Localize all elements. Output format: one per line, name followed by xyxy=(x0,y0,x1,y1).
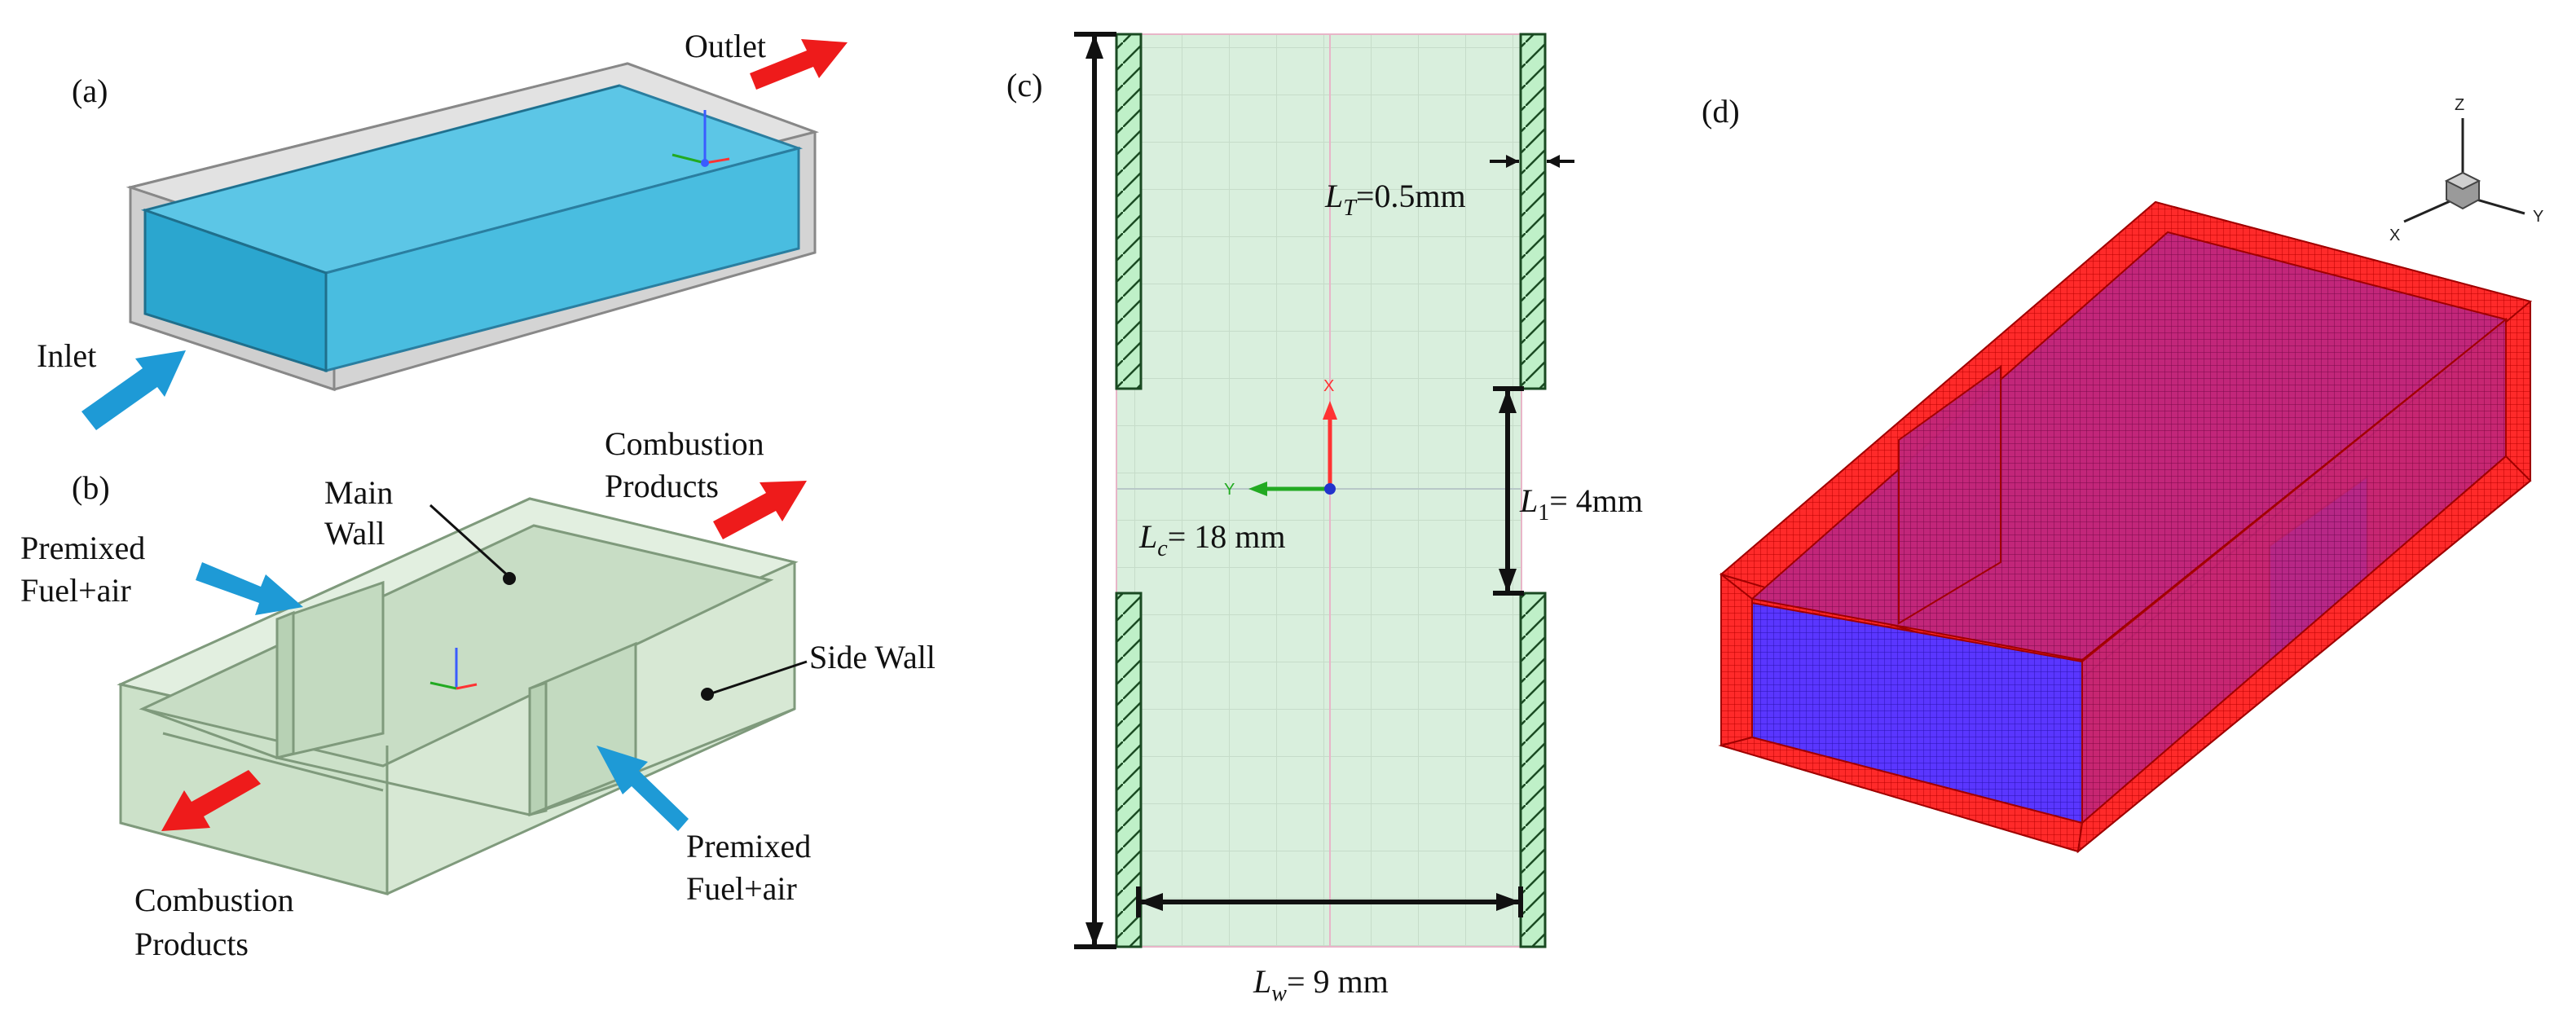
premixed-arrow-right xyxy=(597,746,689,831)
side-wall-label: Side Wall xyxy=(809,639,936,675)
lw-symbol: L xyxy=(1253,963,1271,1000)
l1-symbol: L xyxy=(1519,482,1538,519)
l1-annotation: L1= 4mm xyxy=(1519,482,1643,526)
axis-triad-a xyxy=(672,110,730,167)
axis-triad-d: Z X Y xyxy=(2389,96,2543,244)
lt-value: 0.5mm xyxy=(1374,178,1465,214)
premixed-right-line1: Premixed xyxy=(686,828,811,864)
main-wall-line1: Main xyxy=(324,474,393,511)
l1-subscript: 1 xyxy=(1538,500,1549,526)
outlet-arrow xyxy=(750,39,848,90)
combustion-bottom-line1: Combustion xyxy=(134,882,294,918)
panel-b-label: (b) xyxy=(72,469,110,506)
panel-c-label: (c) xyxy=(1006,67,1042,103)
combustion-arrow-top xyxy=(713,481,807,539)
axis-triad-c: X Y xyxy=(1224,377,1337,499)
lw-dimension xyxy=(1136,886,1523,917)
lw-value: = 9 mm xyxy=(1287,963,1389,1000)
main-wall-line2: Wall xyxy=(324,515,385,552)
panel-a-label: (a) xyxy=(72,73,108,109)
axis-y-label-c: Y xyxy=(1224,481,1235,499)
inlet-arrow xyxy=(81,350,186,430)
lw-subscript: w xyxy=(1271,981,1287,1006)
lt-equals: = xyxy=(1356,178,1375,214)
premixed-arrow-left xyxy=(196,562,303,615)
inlet-label: Inlet xyxy=(37,337,96,374)
l1-value: = 4mm xyxy=(1549,482,1643,519)
fluid-domain xyxy=(140,84,804,373)
axis-triad-b xyxy=(429,648,478,690)
lc-symbol: L xyxy=(1138,518,1157,555)
panel-b: (b) xyxy=(20,425,936,962)
lt-subscript: T xyxy=(1343,196,1358,221)
premixed-right-line2: Fuel+air xyxy=(686,870,797,907)
fluid-outline xyxy=(1116,33,1522,948)
premixed-left-line1: Premixed xyxy=(20,530,145,566)
lc-subscript: c xyxy=(1157,536,1168,561)
combustion-top-line1: Combustion xyxy=(605,425,764,462)
side-wall-dot xyxy=(701,688,714,701)
lt-dimension xyxy=(1490,155,1574,168)
outlet-label: Outlet xyxy=(685,28,766,64)
combustor-body xyxy=(117,497,799,895)
axis-x-label-d: X xyxy=(2389,227,2400,244)
lt-symbol: L xyxy=(1324,178,1343,214)
combustion-top-line2: Products xyxy=(605,468,719,504)
l1-dimension xyxy=(1493,386,1524,596)
lw-annotation: Lw= 9 mm xyxy=(1253,963,1389,1006)
panel-d: (d) Z X Y xyxy=(1702,93,2543,854)
lc-value: = 18 mm xyxy=(1168,518,1286,555)
lc-dimension xyxy=(1074,32,1116,949)
panel-d-label: (d) xyxy=(1702,93,1740,130)
main-wall-dot xyxy=(503,572,516,585)
panel-a: (a) Outlet Inlet xyxy=(37,28,848,430)
walls-c xyxy=(1115,33,1547,948)
lc-annotation: Lc= 18 mm xyxy=(1138,518,1285,561)
panel-c: (c) xyxy=(1006,32,1643,1006)
axis-z-label-d: Z xyxy=(2455,96,2464,114)
leader-lines xyxy=(429,504,808,696)
mesh-body xyxy=(1718,200,2533,854)
premixed-left-line2: Fuel+air xyxy=(20,572,131,609)
axis-x-label-c: X xyxy=(1323,377,1334,395)
axis-y-label-d: Y xyxy=(2533,208,2543,226)
combustion-bottom-line2: Products xyxy=(134,926,249,962)
lt-annotation: LT=0.5mm xyxy=(1324,178,1466,221)
combustion-arrow-bottom xyxy=(161,770,261,831)
